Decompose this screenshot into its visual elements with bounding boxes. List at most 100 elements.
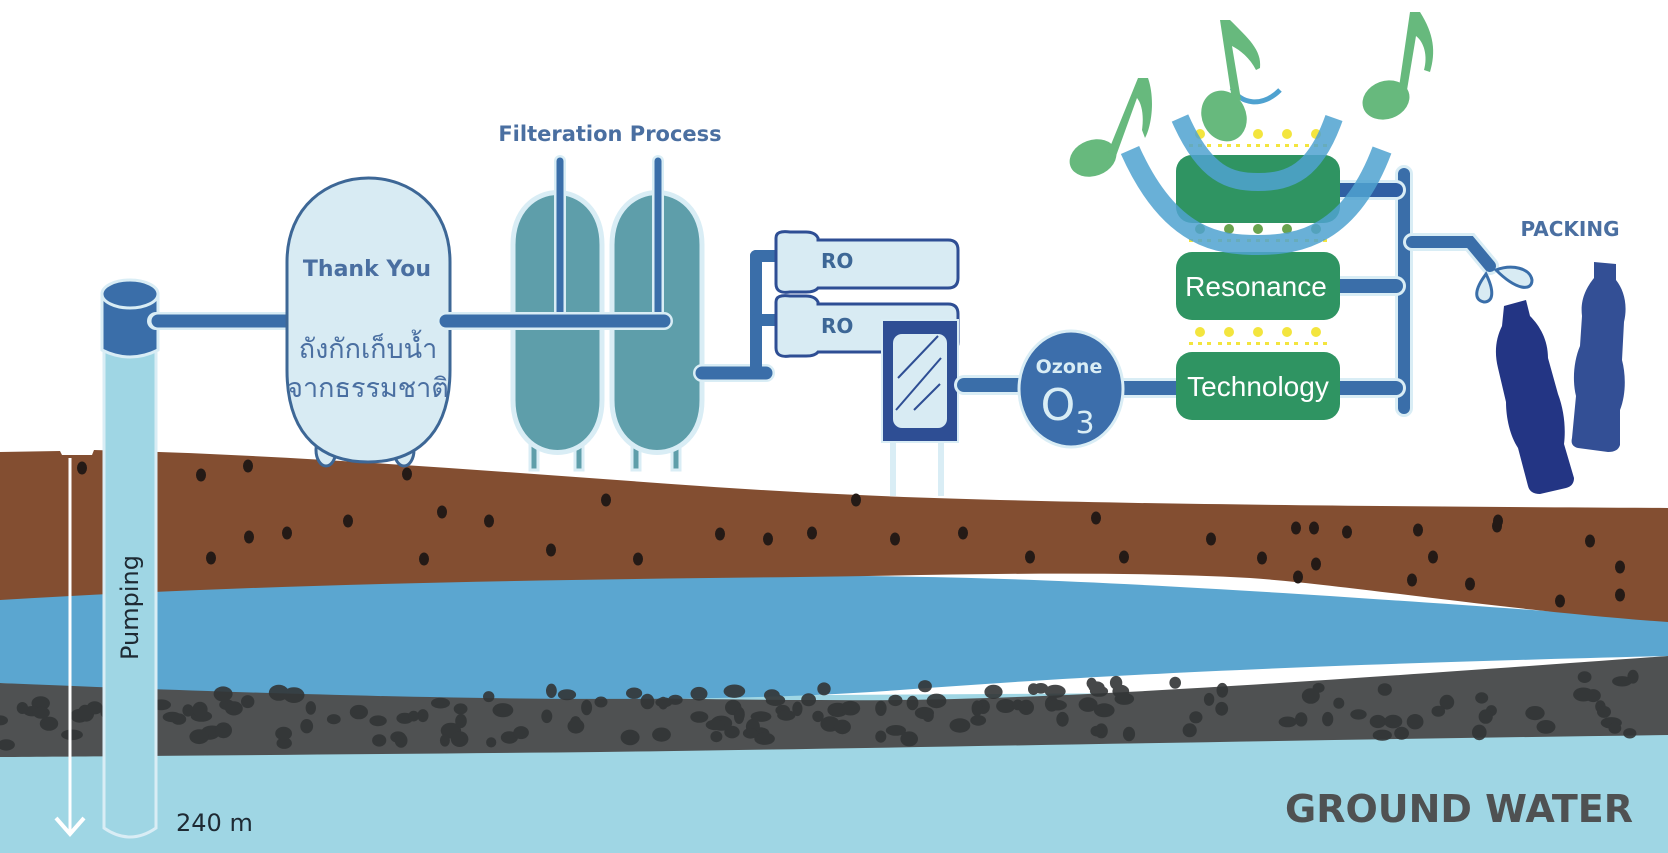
rock-pebble — [1372, 729, 1392, 741]
music-note-middle — [1201, 20, 1261, 142]
rock-pebble — [492, 703, 514, 718]
soil-dot — [484, 514, 494, 528]
energy-ray — [1227, 144, 1231, 147]
energy-ray — [1236, 342, 1240, 345]
rock-pebble — [192, 701, 208, 718]
rock-pebble — [1431, 705, 1446, 717]
energy-ray — [1276, 144, 1280, 147]
resonance-arc-outer — [1120, 145, 1392, 256]
ozone-circle — [1017, 329, 1125, 449]
rock-pebble — [949, 718, 971, 733]
bottle-front-icon — [1495, 300, 1574, 494]
rock-pebble — [557, 689, 577, 701]
rock-pebble — [710, 731, 723, 743]
rock-pebble — [594, 696, 608, 708]
rock-pebble — [394, 733, 408, 748]
soil-dot — [1257, 551, 1267, 565]
rock-pebble — [300, 719, 314, 734]
ro-unit-1 — [774, 230, 960, 294]
rock-pebble — [1475, 692, 1489, 704]
rock-pebble — [723, 684, 746, 698]
rock-pebble — [1203, 692, 1215, 706]
energy-ray — [1189, 342, 1193, 345]
rock-pebble — [1046, 699, 1067, 711]
rock-pebble — [1295, 712, 1308, 727]
soil-dot — [1615, 560, 1625, 574]
soil-dot — [1555, 594, 1565, 608]
rock-pebble — [0, 715, 8, 726]
rock-pebble — [408, 710, 419, 722]
soil-dot — [546, 543, 556, 557]
rock-pebble — [1322, 711, 1334, 727]
rock-pebble — [984, 684, 1003, 700]
soil-dot — [715, 527, 725, 541]
soil-dot — [807, 526, 817, 540]
rock-pebble — [483, 691, 495, 703]
rock-pebble — [372, 734, 387, 747]
energy-ray — [1218, 144, 1222, 147]
energy-ray — [1256, 144, 1260, 147]
rock-pebble — [215, 722, 232, 739]
rock-pebble — [620, 729, 640, 746]
tech-label-resonance: Resonance — [1185, 271, 1327, 302]
rock-pebble — [349, 704, 368, 720]
energy-dot — [1282, 129, 1292, 139]
rock-pebble — [1044, 684, 1066, 699]
rock-pebble — [182, 704, 194, 717]
rock-pebble — [690, 711, 709, 723]
bottle-back-icon — [1571, 262, 1626, 452]
rock-pebble — [541, 709, 553, 724]
tech-box-technology — [1176, 352, 1340, 420]
soil-dot — [1407, 573, 1417, 587]
energy-dot — [1224, 224, 1234, 234]
energy-ray — [1265, 342, 1269, 345]
rock-pebble — [455, 713, 467, 729]
rock-pebble — [926, 693, 947, 709]
rock-pebble — [833, 719, 851, 735]
rock-pebble — [1122, 726, 1136, 742]
water-drops — [1475, 265, 1534, 304]
rock-pebble — [812, 710, 824, 723]
ground-water-label: GROUND WATER — [1285, 787, 1633, 831]
depth-arrow-head — [54, 816, 86, 838]
energy-ray — [1227, 342, 1231, 345]
rock-pebble — [241, 695, 255, 709]
rock-pebble — [1189, 711, 1203, 724]
rock-pebble — [225, 701, 243, 716]
soil-dot — [1493, 514, 1503, 528]
soil-dot — [196, 468, 206, 482]
output-manifold — [1320, 165, 1499, 417]
rock-pebble — [162, 711, 182, 723]
rock-pebble — [888, 694, 903, 707]
energy-dot — [1224, 327, 1234, 337]
rock-pebble — [61, 729, 83, 741]
rock-pebble — [1394, 726, 1409, 740]
rock-pebble — [640, 693, 655, 710]
rock-pebbles — [0, 669, 1639, 751]
rock-pebble — [1536, 720, 1556, 734]
rock-pebble — [1215, 701, 1229, 716]
rock-pebble — [39, 716, 59, 731]
energy-ray — [1323, 239, 1327, 242]
soil-dot — [1413, 523, 1423, 537]
soil-dots — [77, 459, 1625, 608]
rock-pebble — [1623, 728, 1637, 739]
soil-dot — [1311, 557, 1321, 571]
soil-dot — [244, 530, 254, 544]
energy-ray — [1218, 342, 1222, 345]
energy-dot — [1311, 327, 1321, 337]
rock-pebble — [1333, 697, 1345, 709]
rock-pebble — [765, 694, 786, 706]
rock-pebble — [1406, 714, 1424, 730]
rock-pebble — [369, 715, 387, 727]
soil-layer — [0, 450, 1668, 622]
rock-pebble — [1182, 723, 1197, 738]
rock-pebble — [1573, 687, 1594, 702]
rock-pebble — [450, 731, 469, 747]
rock-pebble — [453, 703, 468, 715]
rock-pebble — [1439, 694, 1455, 710]
rock-pebble — [840, 700, 861, 716]
soil-dot — [1091, 511, 1101, 525]
ozone-formula-sub: 3 — [1075, 406, 1094, 441]
rock-pebble — [777, 710, 796, 721]
